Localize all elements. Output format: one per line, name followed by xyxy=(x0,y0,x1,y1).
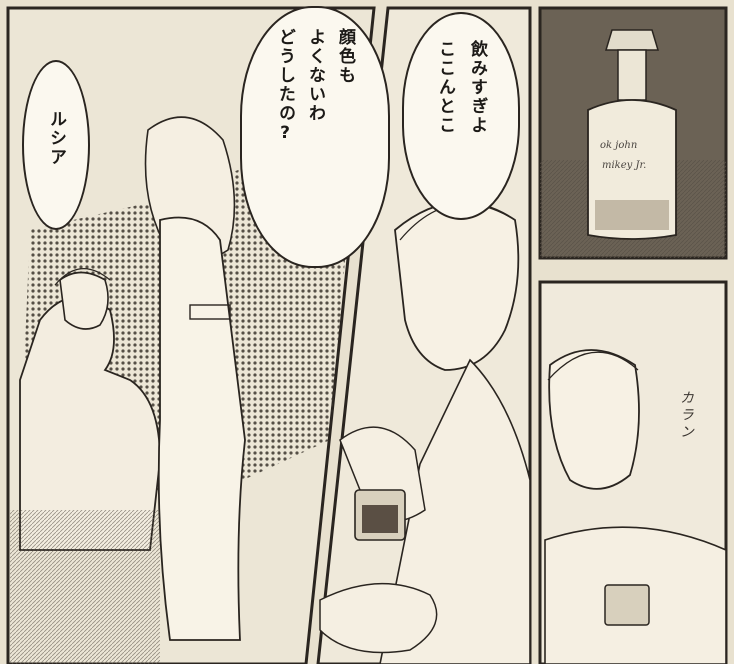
speech-bubble-drinking: 飲みすぎよ ここんとこ xyxy=(402,12,520,220)
bottle-label-line1: ok john xyxy=(600,140,638,151)
seated-man-figure xyxy=(10,268,161,664)
bottle-label-line2: mikey Jr. xyxy=(602,160,647,171)
sfx-clink: カラン xyxy=(678,390,694,441)
dialogue-drinking: 飲みすぎよ ここんとこ xyxy=(435,40,487,135)
dialogue-face-color: 顔色も よくないわ どうしたの? xyxy=(275,28,355,145)
panel-4 xyxy=(538,280,728,664)
standing-woman-figure xyxy=(144,116,246,641)
speech-bubble-lucia: ルシア xyxy=(22,60,90,230)
panel-3 xyxy=(538,6,728,260)
hand-with-glass-figure xyxy=(319,426,438,654)
man-profile-figure xyxy=(379,201,531,664)
dialogue-lucia: ルシア xyxy=(46,110,66,167)
man-front-figure xyxy=(544,349,727,664)
bottle-figure xyxy=(587,29,677,240)
speech-bubble-face-color: 顔色も よくないわ どうしたの? xyxy=(240,6,390,268)
